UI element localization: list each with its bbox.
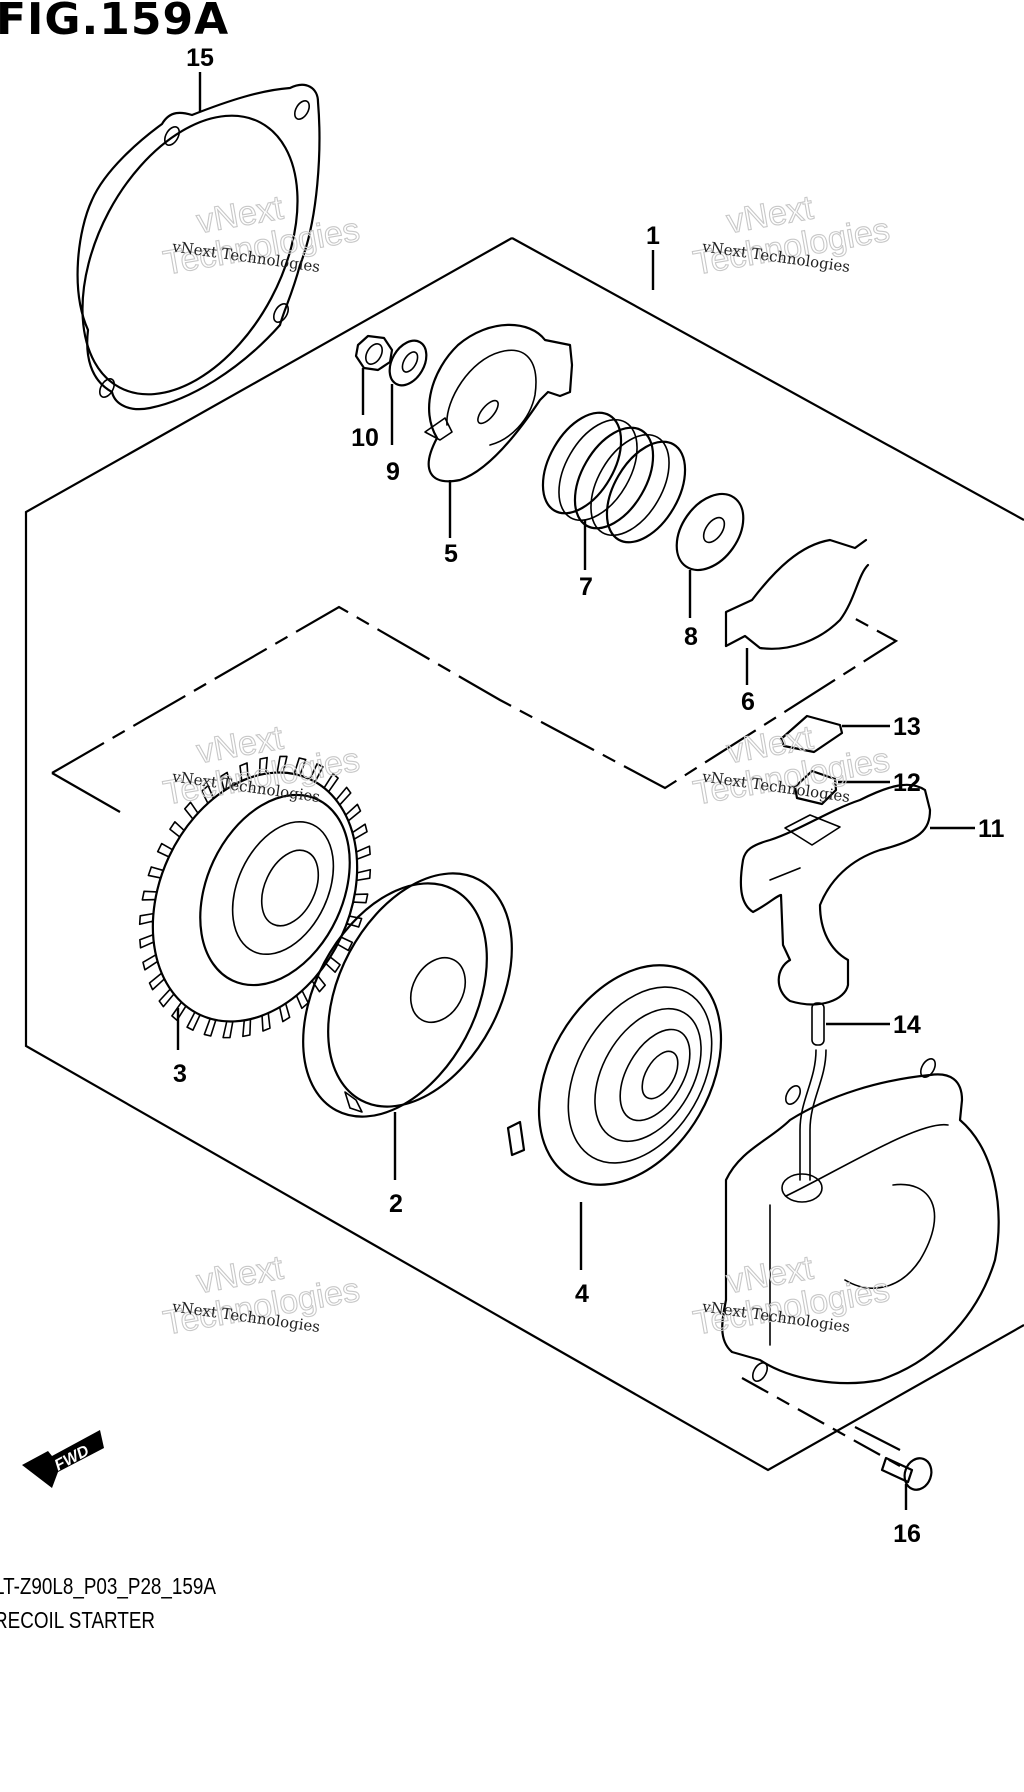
callout-9: 9 [386, 458, 400, 486]
callout-3: 3 [173, 1060, 187, 1088]
callout-labels: 15 1 10 9 5 7 8 6 13 12 11 14 3 2 4 16 [173, 44, 1004, 1548]
callout-8: 8 [684, 623, 698, 651]
ratchet-plate-part [424, 323, 574, 483]
washer-small-part [388, 339, 428, 387]
handle-insert-part [793, 769, 838, 806]
callout-5: 5 [444, 540, 458, 568]
callout-leaders [176, 72, 975, 1510]
assembly-frame [24, 237, 1024, 1472]
callout-6: 6 [741, 688, 755, 716]
callout-16: 16 [893, 1520, 921, 1548]
coil-spring-part [541, 411, 687, 544]
callout-14: 14 [893, 1011, 921, 1039]
callout-11: 11 [978, 815, 1005, 843]
figure-caption: RECOIL STARTER [0, 1607, 156, 1633]
callout-7: 7 [579, 573, 593, 601]
nut-part [354, 334, 394, 372]
callout-15: 15 [186, 44, 214, 72]
callout-12: 12 [893, 769, 921, 797]
callout-2: 2 [389, 1190, 403, 1218]
starter-housing-part [721, 1058, 1000, 1385]
bolt-part [880, 1456, 933, 1491]
figure-title: FIG.159A [0, 0, 230, 45]
inner-bracket [51, 605, 901, 1467]
washer-part [675, 492, 745, 572]
callout-1: 1 [646, 222, 660, 250]
starter-rope-part [799, 1002, 827, 1181]
fwd-arrow-icon: FWD [22, 1430, 104, 1488]
starter-handle-part [739, 783, 932, 1006]
pulley-part [302, 872, 513, 1118]
callout-13: 13 [893, 713, 921, 741]
gasket-part [76, 83, 321, 411]
callout-4: 4 [575, 1280, 589, 1308]
callout-10: 10 [351, 424, 379, 452]
recoil-spring-part [506, 964, 723, 1186]
figure-code: LT-Z90L8_P03_P28_159A [0, 1573, 216, 1599]
friction-clip-part [724, 538, 870, 650]
handle-cap-part [779, 714, 844, 754]
